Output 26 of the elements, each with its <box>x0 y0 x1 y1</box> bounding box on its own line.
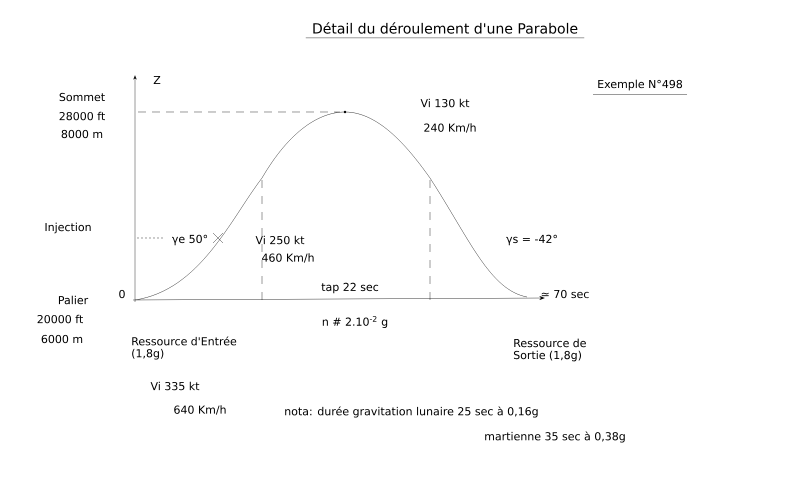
annotation: Sommet <box>60 92 105 102</box>
annotation: Vi 335 kt <box>150 382 200 390</box>
annotation: 0 <box>119 290 125 298</box>
annotation: 28000 ft <box>60 112 105 120</box>
annotation: Vi 250 kt <box>256 236 304 244</box>
annotation: γs = -42° <box>506 234 557 246</box>
annotation: nota: durée gravitation lunaire 25 sec à 0,16g <box>285 406 538 418</box>
title: Détail du déroulement d'une Parabole <box>306 22 584 38</box>
annotation: Injection <box>46 222 91 234</box>
annotation: Vi 130 kt <box>420 98 470 108</box>
annotation: 640 Km/h <box>174 405 226 415</box>
annotation: tap 22 sec <box>322 282 378 294</box>
annotation: Ressource de Sortie (1,8g) <box>514 338 586 362</box>
example-heading: Exemple N°498 <box>592 80 688 95</box>
annotation: Ressource d'Entrée (1,8g) <box>132 336 236 360</box>
annotation: 8000 m <box>62 130 102 138</box>
annotation: Z <box>154 76 160 84</box>
annotation: ≃ 70 sec <box>542 290 589 298</box>
annotation: 20000 ft <box>38 314 83 324</box>
annotation: 240 Km/h <box>424 123 476 133</box>
annotation: n # 2.10$^{-2}$ g <box>322 316 388 328</box>
annotation: γe 50° <box>172 234 208 246</box>
annotation: 460 Km/h <box>262 253 314 263</box>
annotation: 6000 m <box>42 334 82 344</box>
annotation: Palier <box>58 296 88 304</box>
annotation: martienne 35 sec à 0,38g <box>485 431 625 443</box>
